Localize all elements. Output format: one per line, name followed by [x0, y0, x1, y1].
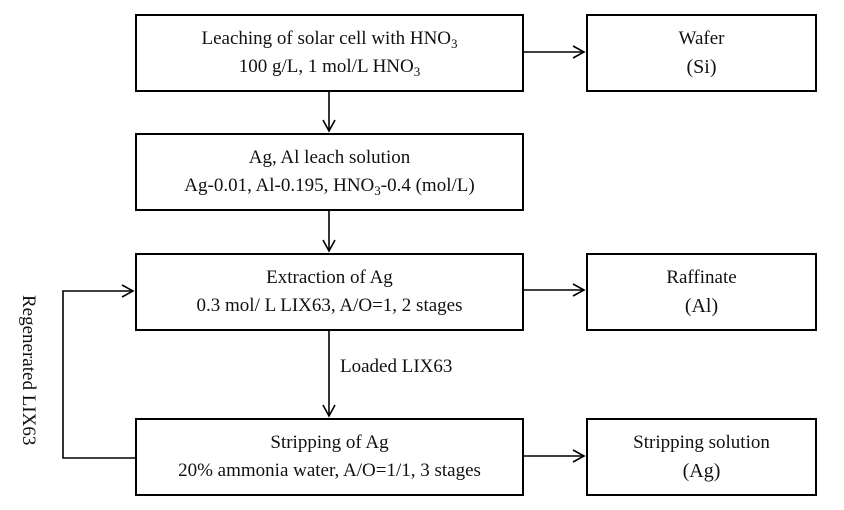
- box-extraction: Extraction of Ag 0.3 mol/ L LIX63, A/O=1…: [135, 253, 524, 331]
- box-stripping-solution: Stripping solution (Ag): [586, 418, 817, 496]
- solution-line2: Ag-0.01, Al-0.195, HNO3-0.4 (mol/L): [184, 175, 475, 198]
- raffinate-line2: (Al): [684, 295, 719, 317]
- stripping-solution-line2: (Ag): [682, 460, 721, 482]
- extraction-line2: 0.3 mol/ L LIX63, A/O=1, 2 stages: [196, 295, 463, 316]
- wafer-line2: (Si): [686, 56, 717, 78]
- leach-line2: 100 g/L, 1 mol/L HNO3: [238, 56, 421, 79]
- box-raffinate: Raffinate (Al): [586, 253, 817, 331]
- box-wafer: Wafer (Si): [586, 14, 817, 92]
- stripping-line1: Stripping of Ag: [270, 432, 389, 453]
- box-leach-solution: Ag, Al leach solution Ag-0.01, Al-0.195,…: [135, 133, 524, 211]
- solution-line1: Ag, Al leach solution: [248, 147, 411, 168]
- box-leaching: Leaching of solar cell with HNO3 100 g/L…: [135, 14, 524, 92]
- raffinate-line1: Raffinate: [666, 267, 737, 288]
- arrow-regeneration-loop: [62, 284, 135, 459]
- label-regenerated-lix63: Regenerated LIX63: [18, 295, 39, 446]
- label-loaded-lix63: Loaded LIX63: [340, 356, 453, 377]
- leach-line1: Leaching of solar cell with HNO3: [201, 28, 458, 51]
- stripping-solution-line1: Stripping solution: [633, 432, 770, 453]
- stripping-line2: 20% ammonia water, A/O=1/1, 3 stages: [178, 460, 481, 481]
- box-stripping: Stripping of Ag 20% ammonia water, A/O=1…: [135, 418, 524, 496]
- wafer-line1: Wafer: [678, 28, 725, 49]
- extraction-line1: Extraction of Ag: [266, 267, 393, 288]
